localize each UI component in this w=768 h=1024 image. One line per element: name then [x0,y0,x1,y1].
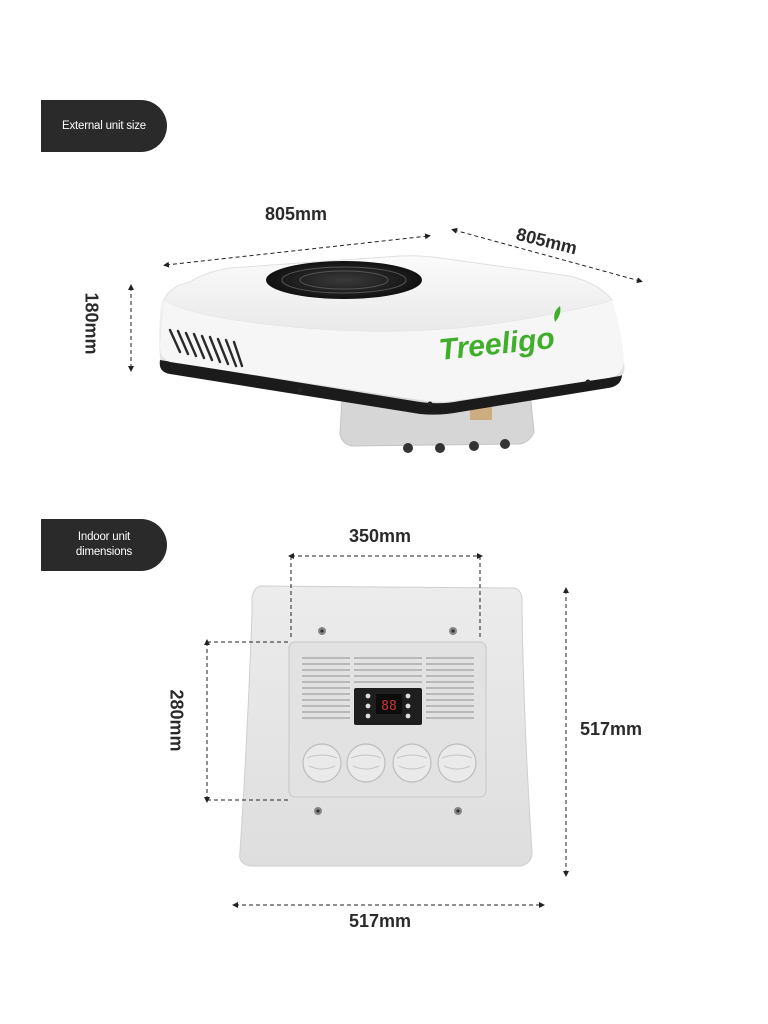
display-readout: 88 [381,699,397,714]
external-width-label: 805mm [265,204,328,224]
external-height-label: 180mm [81,292,102,355]
grille-height-label: 280mm [166,689,187,752]
panel-width-label: 517mm [349,911,412,931]
external-unit [159,255,625,453]
indoor-unit-tag-line2: dimensions [75,546,133,558]
external-width-dimension-line [163,233,431,268]
air-vent [392,743,432,783]
air-vent [346,743,386,783]
panel-height-label: 517mm [580,719,643,739]
indoor-unit-tag: Indoor unit dimensions [41,519,167,571]
air-vent [437,743,477,783]
indoor-unit: 88 [239,585,533,867]
grille-width-label: 350mm [349,526,412,546]
indoor-unit-tag-line1: Indoor unit [77,531,131,543]
external-unit-tag: External unit size [41,100,167,152]
external-unit-tag-label: External unit size [62,119,146,132]
air-vent [302,743,342,783]
